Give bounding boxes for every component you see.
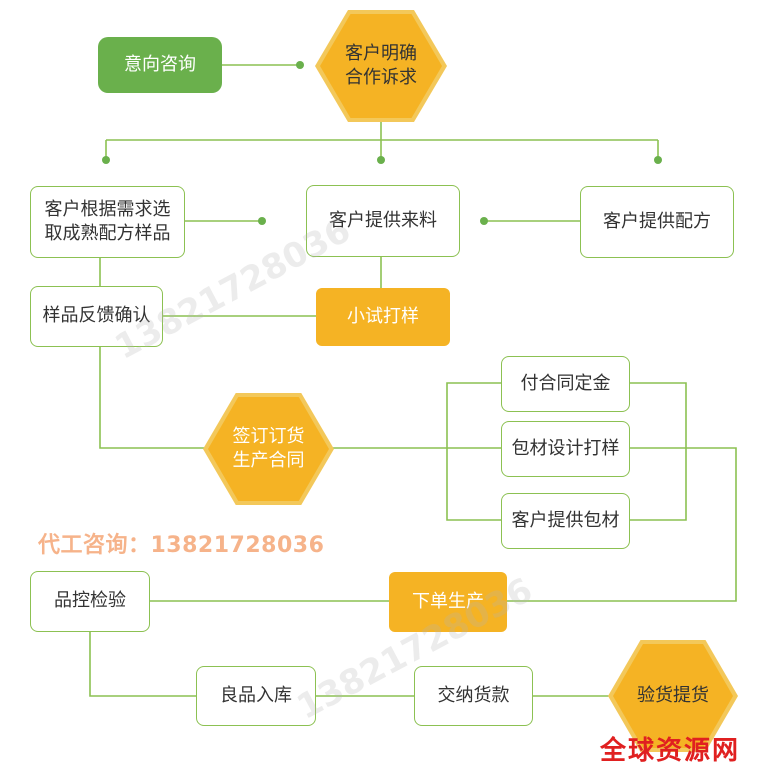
provide-packaging-node: 客户提供包材 <box>501 493 630 549</box>
provide-formula-node: 客户提供配方 <box>580 186 734 258</box>
confirm-needs-line1: 客户明确 <box>345 42 417 64</box>
packaging-design-label: 包材设计打样 <box>511 437 620 459</box>
production-node: 下单生产 <box>389 572 507 632</box>
storage-label: 良品入库 <box>220 684 292 706</box>
sign-contract-line1: 签订订货 <box>232 425 305 447</box>
confirm-needs-node: 客户明确 合作诉求 <box>320 14 442 118</box>
payment-label: 交纳货款 <box>437 684 510 706</box>
provide-material-label: 客户提供来料 <box>329 209 437 231</box>
intent-consult-node: 意向咨询 <box>98 37 222 93</box>
site-logo-text: 全球资源网 <box>600 736 741 766</box>
provide-formula-label: 客户提供配方 <box>603 210 711 232</box>
confirm-needs-line2: 合作诉求 <box>345 67 417 88</box>
trial-sample-label: 小试打样 <box>347 305 419 327</box>
packaging-design-node: 包材设计打样 <box>501 421 630 477</box>
inspection-pickup-label: 验货提货 <box>637 684 709 706</box>
sign-contract-line2: 生产合同 <box>232 450 305 471</box>
provide-material-node: 客户提供来料 <box>306 185 460 257</box>
choose-sample-line2: 取成熟配方样品 <box>44 223 171 244</box>
deposit-node: 付合同定金 <box>501 356 630 412</box>
storage-node: 良品入库 <box>196 666 316 726</box>
intent-consult-label: 意向咨询 <box>124 53 196 75</box>
choose-sample-node: 客户根据需求选 取成熟配方样品 <box>30 186 185 258</box>
trial-sample-node: 小试打样 <box>316 288 450 346</box>
choose-sample-line1: 客户根据需求选 <box>44 198 171 220</box>
consult-phone-text: 代工咨询：13821728036 <box>38 533 325 558</box>
sample-feedback-node: 样品反馈确认 <box>30 286 163 347</box>
production-label: 下单生产 <box>412 590 484 612</box>
sample-feedback-label: 样品反馈确认 <box>42 305 151 327</box>
provide-packaging-label: 客户提供包材 <box>511 509 620 531</box>
deposit-label: 付合同定金 <box>520 372 611 394</box>
quality-check-label: 品控检验 <box>54 590 126 612</box>
payment-node: 交纳货款 <box>414 666 533 726</box>
quality-check-node: 品控检验 <box>30 571 150 632</box>
